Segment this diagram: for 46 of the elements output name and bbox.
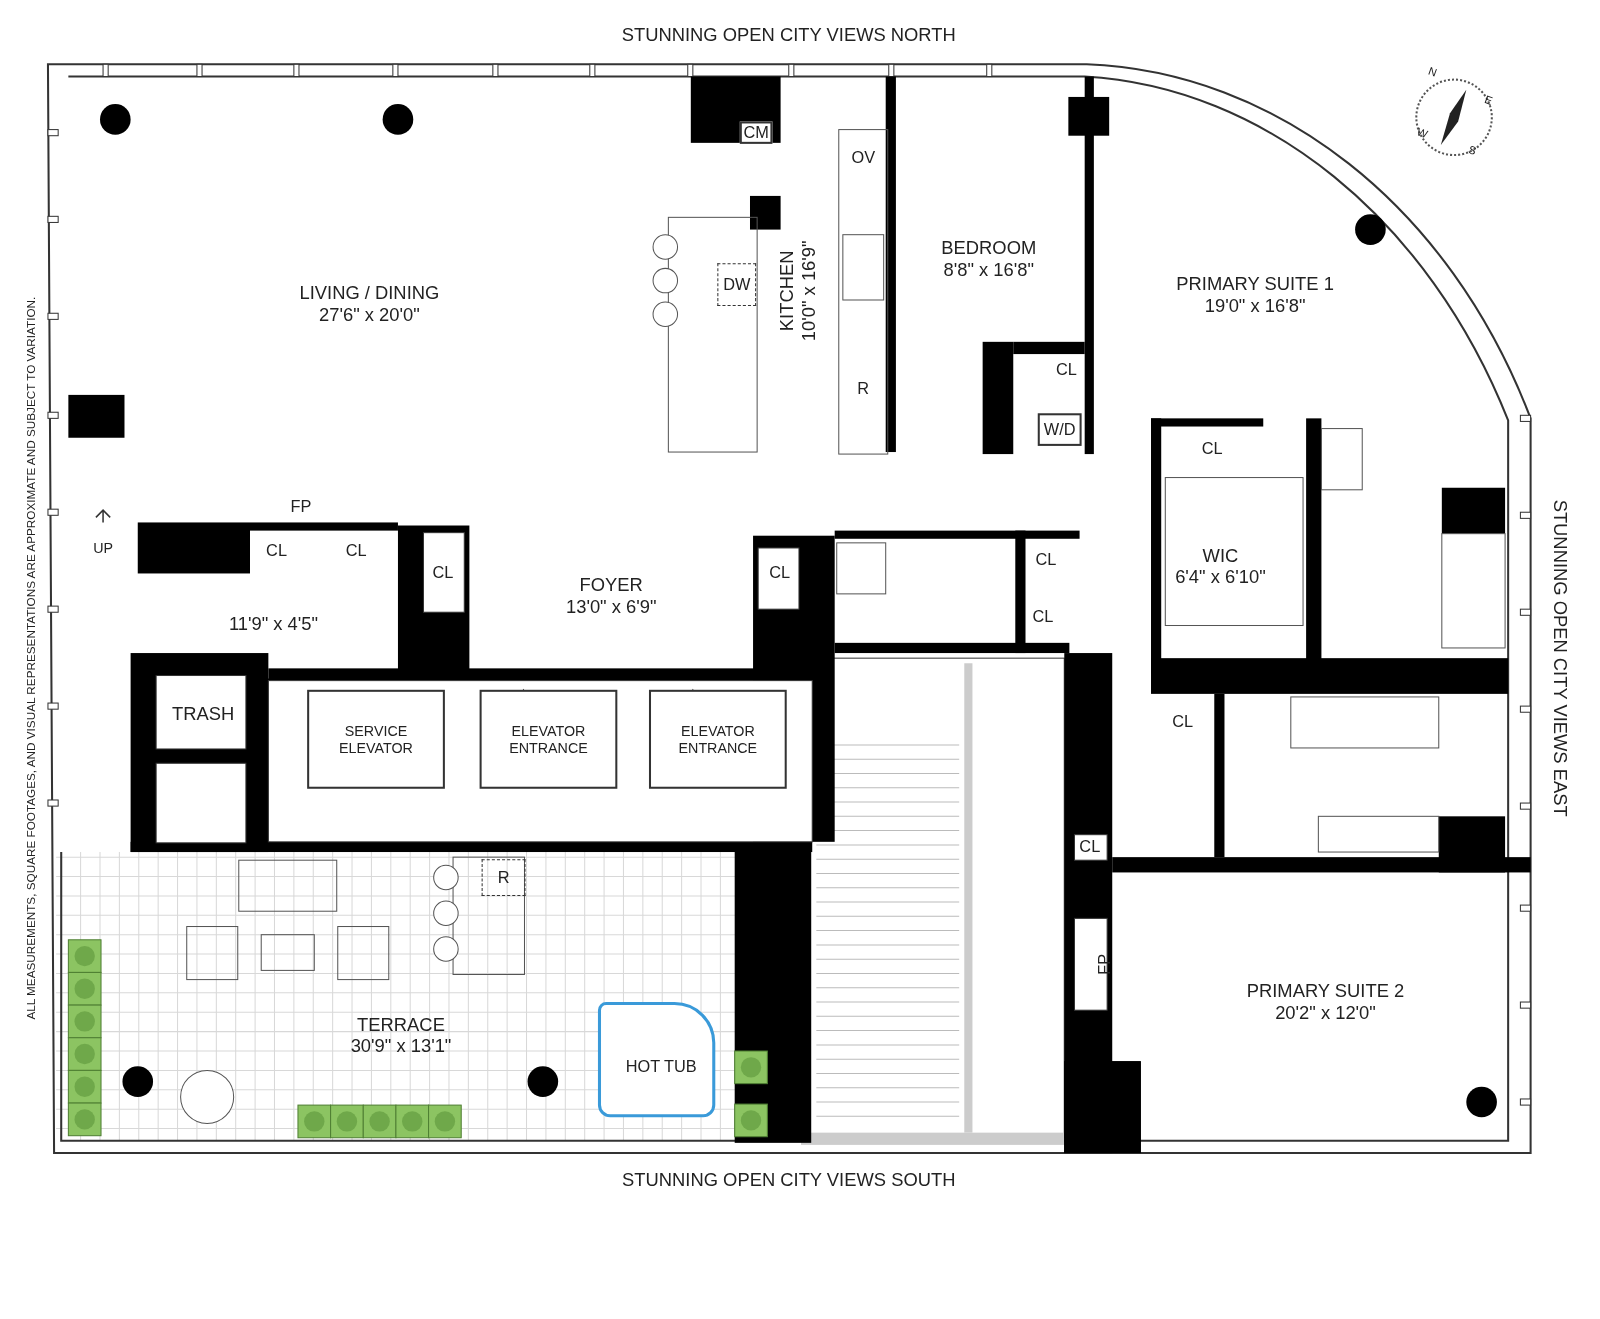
equipment-box: W/D <box>1037 413 1082 446</box>
hot-tub <box>597 1002 716 1118</box>
room-label: OV <box>851 148 876 168</box>
compass-letter: N <box>1426 64 1439 79</box>
view-label: STUNNING OPEN CITY VIEWS EAST <box>1548 499 1570 817</box>
room-dimensions: 20'2" x 12'0" <box>1274 1002 1377 1024</box>
room-dimensions: 27'6" x 20'0" <box>318 304 421 326</box>
room-label: CL <box>1055 361 1077 380</box>
room-label: CL <box>1172 713 1194 732</box>
room-name: FOYER <box>578 574 644 596</box>
stair-label: UP <box>93 539 113 557</box>
room-name: PRIMARY SUITE 1 <box>1176 273 1334 295</box>
room-dimensions: 10'0" x 16'9" <box>797 240 820 342</box>
room-label: R <box>857 379 870 399</box>
equipment-box: CM <box>739 121 773 144</box>
room-name: PRIMARY SUITE 2 <box>1246 980 1405 1003</box>
room-label: CL <box>432 564 454 583</box>
room-name: WIC <box>1201 545 1240 567</box>
room-label: CL <box>769 564 790 583</box>
room-label: FP <box>290 497 312 517</box>
room-label: CL <box>1035 550 1057 570</box>
room-label: FP <box>1095 953 1115 975</box>
room-dimensions: 8'8" x 16'8" <box>942 259 1035 281</box>
compass-letter: E <box>1483 92 1495 108</box>
room-label: CL <box>1201 439 1223 459</box>
room-name: KITCHEN <box>776 249 798 334</box>
disclaimer-note: ALL MEASUREMENTS, SQUARE FOOTAGES, AND VISUAL REPRESENTATIONS ARE APPROXIMATE AND SUBJECT TO VARIATION. <box>24 296 37 1020</box>
view-label: STUNNING OPEN CITY VIEWS SOUTH <box>622 1169 956 1192</box>
room-name: LIVING / DINING <box>299 282 440 305</box>
room-dimensions: 6'4" x 6'10" <box>1175 566 1266 588</box>
compass-letter: W <box>1415 125 1430 141</box>
room-label: CL <box>266 541 287 561</box>
equipment-box: SERVICE ELEVATOR <box>307 689 445 789</box>
room-dimensions: 13'0" x 6'9" <box>565 595 657 617</box>
view-label: STUNNING OPEN CITY VIEWS NORTH <box>621 25 956 47</box>
room-name: BEDROOM <box>941 238 1037 260</box>
equipment-box: ELEVATOR ENTRANCE <box>648 689 787 789</box>
equipment-box: ELEVATOR ENTRANCE <box>479 689 618 789</box>
room-name: TERRACE <box>356 1014 446 1036</box>
room-label: CL <box>345 541 367 561</box>
room-label: CL <box>1032 607 1054 627</box>
room-dimensions: 19'0" x 16'8" <box>1203 294 1307 316</box>
compass-letter: S <box>1466 142 1479 158</box>
room-name: HOT TUB <box>625 1057 697 1077</box>
room-dimensions: 30'9" x 13'1" <box>350 1035 452 1057</box>
room-label: 11'9" x 4'5" <box>228 613 319 636</box>
